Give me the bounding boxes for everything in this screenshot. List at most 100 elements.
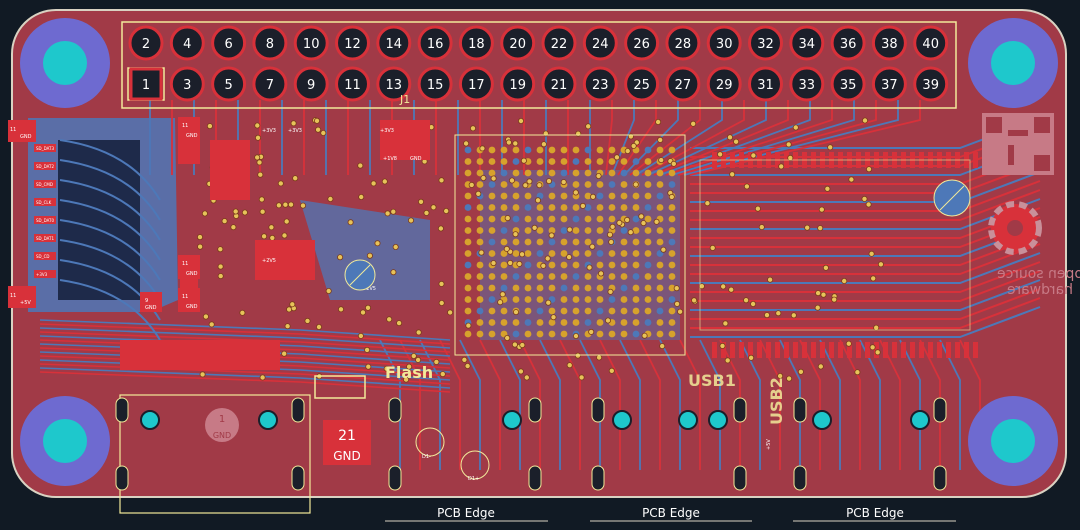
header-pin-number: 28 bbox=[675, 37, 692, 52]
sd-signal-label: SD_CMD bbox=[36, 182, 53, 187]
header-pin-number: 32 bbox=[757, 37, 774, 52]
bga-ball bbox=[620, 307, 628, 315]
bga-ball bbox=[668, 146, 676, 154]
power-label-3: +3V3 bbox=[380, 128, 394, 134]
bga-ball bbox=[584, 169, 592, 177]
bga-ball bbox=[584, 307, 592, 315]
via bbox=[468, 181, 475, 188]
bga-ball bbox=[620, 204, 628, 211]
ic-pad bbox=[883, 342, 888, 358]
through-pad bbox=[502, 410, 522, 430]
via bbox=[720, 283, 727, 290]
via bbox=[258, 196, 265, 203]
bga-ball bbox=[536, 238, 544, 246]
via bbox=[374, 240, 381, 247]
trace bbox=[659, 339, 681, 470]
trace bbox=[39, 331, 451, 353]
ic-pad bbox=[766, 342, 771, 358]
via bbox=[522, 182, 529, 189]
bga-ball bbox=[500, 192, 508, 200]
header-pin-number: 24 bbox=[592, 37, 609, 52]
slot-pad bbox=[793, 465, 807, 491]
header-pin: 10 bbox=[293, 25, 329, 61]
through-pad bbox=[910, 410, 930, 430]
header-pin: 30 bbox=[706, 25, 742, 61]
usb1-label: USB1 bbox=[688, 371, 736, 390]
header-pin: 12 bbox=[335, 25, 370, 61]
via bbox=[381, 178, 388, 185]
header-pin: 1 bbox=[129, 67, 163, 101]
ic-pad bbox=[973, 342, 978, 358]
bga-ball bbox=[668, 238, 676, 246]
header-pin: 38 bbox=[871, 25, 907, 61]
via bbox=[657, 136, 664, 143]
bga-ball bbox=[524, 307, 532, 315]
power-label-group: +3V3 +3V3 +3V3 GND +2V5 +2V5 +1V8 bbox=[262, 128, 422, 292]
bga-ball bbox=[656, 261, 664, 269]
header-pin-number: 27 bbox=[675, 78, 692, 93]
trace bbox=[39, 335, 451, 357]
bga-ball bbox=[620, 227, 628, 234]
header-pin-number: 12 bbox=[344, 37, 361, 52]
via bbox=[673, 285, 680, 292]
bga-ball bbox=[620, 261, 628, 269]
header-pin: 13 bbox=[376, 66, 412, 102]
via bbox=[438, 280, 445, 287]
via bbox=[546, 178, 553, 185]
mounting-hole-bottom-right bbox=[968, 396, 1058, 486]
bga-ball bbox=[632, 192, 640, 200]
header-pin-number: 11 bbox=[344, 78, 361, 93]
front-copper-block-2 bbox=[255, 240, 315, 280]
via bbox=[733, 138, 740, 145]
via bbox=[464, 362, 471, 369]
mounting-hole-top-right bbox=[968, 18, 1058, 108]
header-pin-number: 10 bbox=[303, 37, 320, 52]
micro-usb-left-outline bbox=[119, 394, 311, 514]
power-label-4: GND bbox=[410, 156, 422, 162]
via bbox=[536, 182, 543, 189]
via bbox=[463, 140, 470, 147]
ic-pad bbox=[937, 342, 942, 358]
bga-ball bbox=[548, 284, 556, 292]
header-pin-number: 23 bbox=[592, 78, 609, 93]
via bbox=[632, 181, 639, 188]
trace bbox=[639, 339, 661, 470]
via bbox=[366, 252, 373, 259]
via bbox=[704, 200, 711, 207]
bga-ball bbox=[668, 307, 676, 315]
via bbox=[815, 290, 822, 297]
bga-ball bbox=[632, 296, 640, 303]
bga-ball bbox=[512, 319, 520, 326]
via bbox=[490, 260, 497, 267]
bga-ball bbox=[572, 181, 580, 188]
via bbox=[507, 259, 514, 266]
bga-ball bbox=[476, 273, 484, 280]
trace bbox=[39, 367, 451, 389]
via bbox=[566, 226, 573, 233]
via bbox=[519, 342, 526, 349]
via bbox=[269, 234, 276, 241]
bga-ball bbox=[596, 181, 604, 188]
bga-ball bbox=[656, 169, 664, 177]
via bbox=[785, 141, 792, 148]
bga-ball bbox=[656, 181, 664, 188]
ic-pad bbox=[847, 342, 852, 358]
bga-ball bbox=[656, 319, 664, 326]
via bbox=[337, 254, 344, 261]
bga-ball bbox=[488, 284, 496, 292]
bga-ball bbox=[632, 261, 640, 269]
bga-ball bbox=[536, 146, 544, 154]
header-pin-number: 37 bbox=[881, 78, 898, 93]
via bbox=[758, 224, 765, 231]
bga-ball bbox=[596, 238, 604, 246]
bga-ball bbox=[500, 169, 508, 177]
left-connector-pads bbox=[8, 117, 200, 312]
bga-ball bbox=[560, 273, 568, 280]
bga-ball bbox=[464, 296, 472, 303]
via bbox=[261, 233, 268, 240]
bga-ball bbox=[524, 319, 532, 326]
bga-ball bbox=[476, 330, 484, 338]
via bbox=[804, 224, 811, 231]
trace bbox=[679, 339, 701, 470]
